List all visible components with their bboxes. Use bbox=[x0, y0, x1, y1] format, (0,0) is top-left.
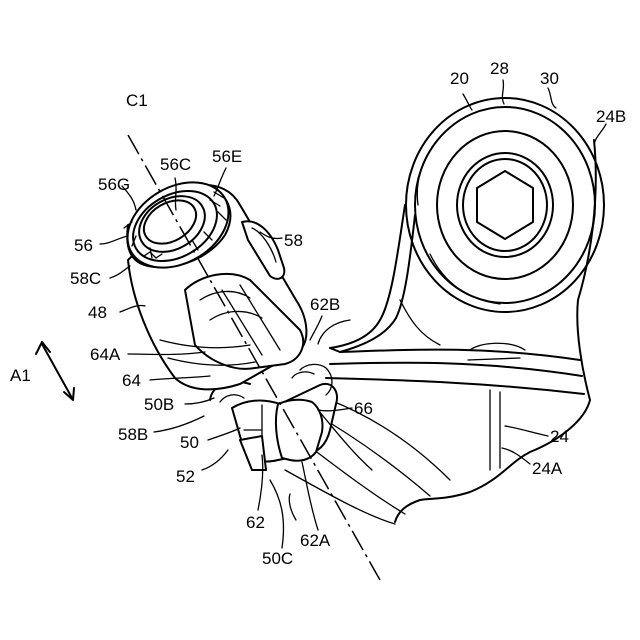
label-62: 62 bbox=[246, 513, 265, 532]
label-a1: A1 bbox=[10, 366, 31, 385]
label-50c: 50C bbox=[262, 549, 293, 568]
double-arrow-a1 bbox=[36, 342, 74, 400]
label-56c: 56C bbox=[160, 155, 191, 174]
label-58c: 58C bbox=[70, 269, 101, 288]
label-58: 58 bbox=[284, 231, 303, 250]
label-56g: 56G bbox=[98, 175, 130, 194]
hex-socket-icon bbox=[477, 171, 533, 239]
label-62b: 62B bbox=[310, 295, 340, 314]
label-56e: 56E bbox=[212, 147, 242, 166]
reference-labels: C1 A1 20 28 30 24B 56C 56E 56G 56 58 58C… bbox=[10, 59, 626, 568]
label-28: 28 bbox=[490, 59, 509, 78]
label-50: 50 bbox=[180, 433, 199, 452]
label-20: 20 bbox=[450, 69, 469, 88]
label-66: 66 bbox=[354, 399, 373, 418]
label-64: 64 bbox=[122, 371, 141, 390]
label-30: 30 bbox=[540, 69, 559, 88]
label-62a: 62A bbox=[300, 531, 331, 550]
label-48: 48 bbox=[88, 303, 107, 322]
label-64a: 64A bbox=[90, 345, 121, 364]
pivot-boss bbox=[406, 98, 604, 312]
label-24a: 24A bbox=[532, 459, 563, 478]
label-24: 24 bbox=[550, 427, 569, 446]
label-52: 52 bbox=[176, 467, 195, 486]
label-56: 56 bbox=[74, 236, 93, 255]
label-58b: 58B bbox=[118, 425, 148, 444]
label-50b: 50B bbox=[144, 395, 174, 414]
label-24b: 24B bbox=[596, 107, 626, 126]
label-c1: C1 bbox=[126, 91, 148, 110]
